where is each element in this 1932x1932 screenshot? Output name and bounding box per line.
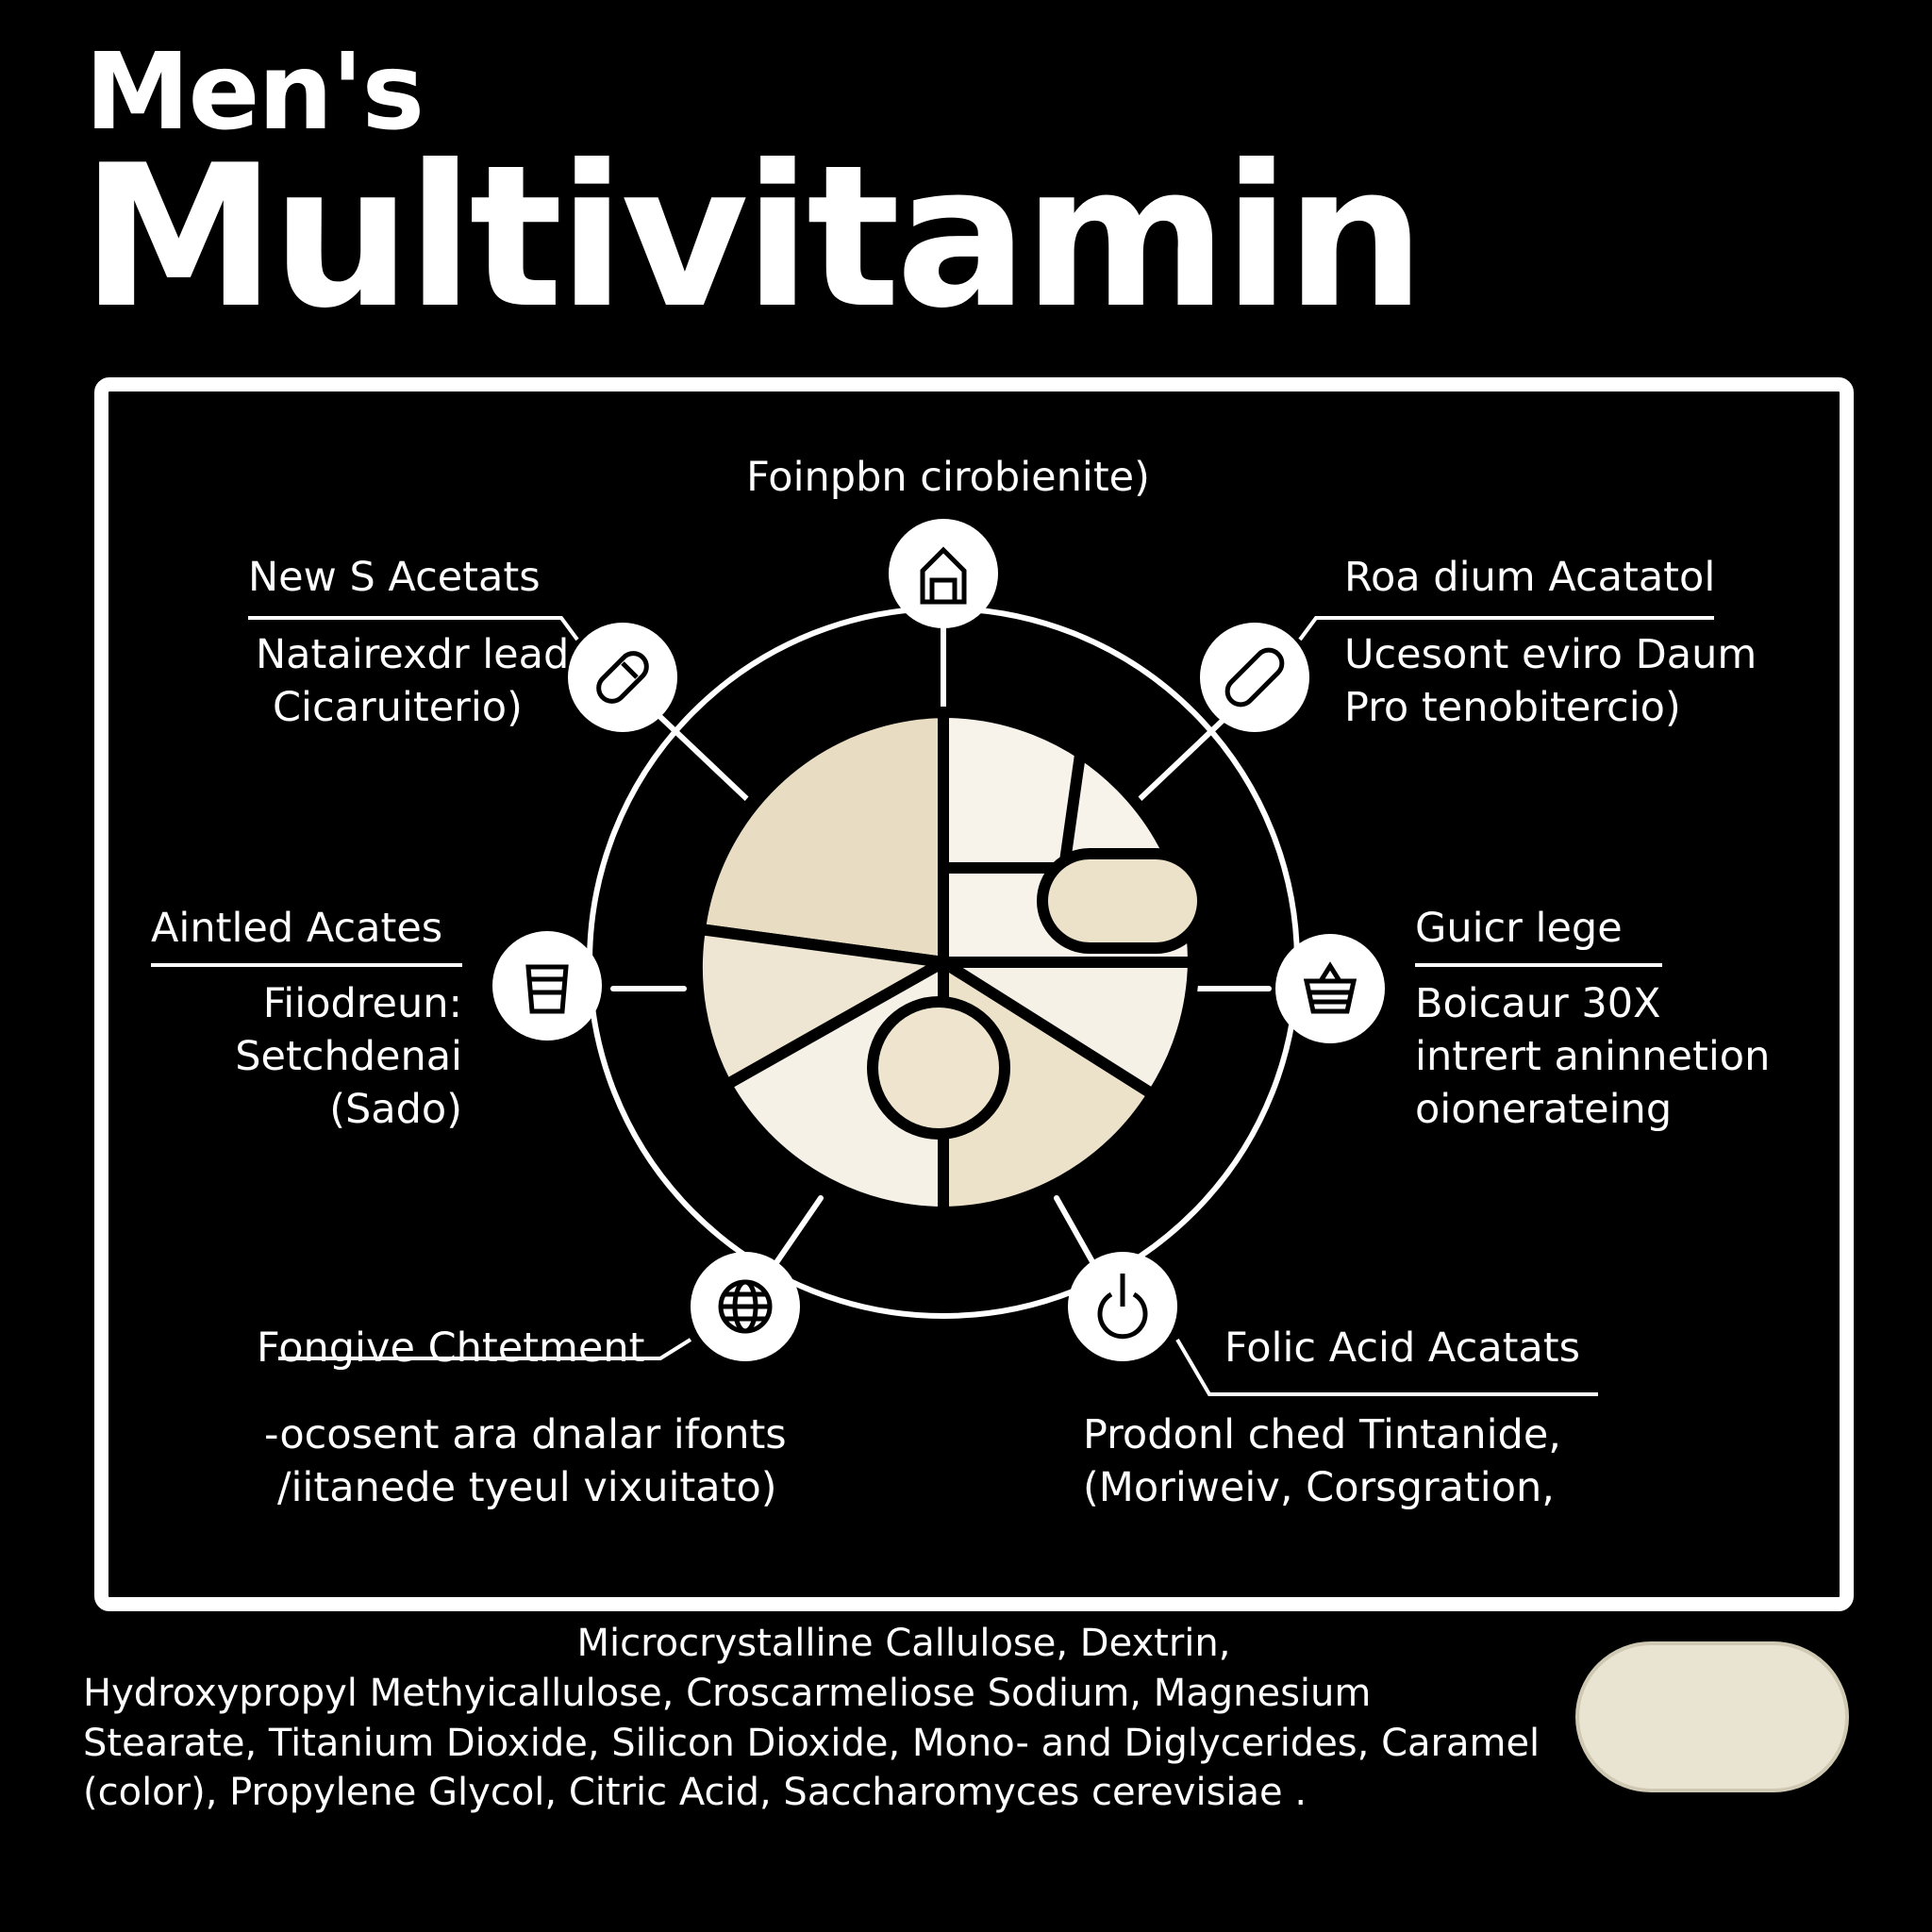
label-bottom-right-desc: Prodonl ched Tintanide, (Moriweiv, Corsg…: [1083, 1411, 1561, 1512]
title-multivitamin: Multivitamin: [81, 124, 1425, 352]
ingredients-list: Microcrystalline Callulose, Dextrin, Hyd…: [83, 1619, 1555, 1818]
label-middle-left-desc: Fiiodreun: Setchdenai (Sado): [235, 980, 462, 1134]
label-middle-right-desc: Boicaur 30X intrert aninnetion oionerate…: [1415, 980, 1771, 1134]
globe-icon: [718, 1279, 773, 1334]
title-mens: Men's: [85, 31, 425, 154]
jar-icon: [525, 964, 569, 1014]
label-top-left-desc: Natairexdr lead Cicaruiterio): [256, 631, 570, 732]
label-middle-left: Aintled Acates Fiiodreun: Setchdenai (Sa…: [151, 905, 462, 1137]
tablet-image: [1575, 1641, 1849, 1792]
bowl-icon: [1303, 961, 1357, 1014]
node-top: [889, 519, 998, 628]
node-bottom-left: [691, 1252, 800, 1361]
capsule-icon: [596, 651, 649, 704]
diagram-panel: [94, 377, 1854, 1611]
label-top-right-heading: Roa dium Acatatol: [1344, 554, 1716, 601]
label-bottom-left-desc: -ocosent ara dnalar ifonts /iitanede tye…: [264, 1411, 787, 1512]
house-icon: [920, 546, 967, 605]
capsule-icon: [1224, 647, 1285, 708]
label-middle-right: Guicr lege Boicaur 30X intrert aninnetio…: [1415, 905, 1771, 1137]
node-bottom-right: [1068, 1252, 1177, 1361]
center-disc: [688, 707, 1208, 1218]
label-top: Foinpbn cirobienite): [736, 454, 1160, 501]
node-top-right: [1200, 623, 1309, 732]
ingredients-line-1: Microcrystalline Callulose, Dextrin,: [576, 1622, 1231, 1665]
node-middle-right: [1275, 934, 1385, 1043]
node-middle-left: [492, 931, 602, 1041]
label-top-right: Roa dium Acatatol Ucesont eviro Daum Pro…: [1344, 554, 1757, 735]
spokes: [610, 615, 1272, 1276]
label-middle-right-heading: Guicr lege: [1415, 905, 1662, 968]
label-bottom-left: Fongive Chtetment -ocosent ara dnalar if…: [257, 1324, 787, 1515]
label-middle-left-heading: Aintled Acates: [151, 905, 462, 968]
power-icon: [1097, 1274, 1148, 1340]
node-top-left: [568, 623, 677, 732]
label-top-left-heading: New S Acetats: [248, 554, 541, 601]
label-top-left: New S Acetats Natairexdr lead Cicaruiter…: [248, 554, 570, 735]
ingredients-rest: Hydroxypropyl Methyicallulose, Croscarme…: [83, 1671, 1541, 1815]
label-top-heading: Foinpbn cirobienite): [746, 454, 1150, 501]
label-bottom-left-heading: Fongive Chtetment: [257, 1324, 645, 1372]
label-bottom-right: Folic Acid Acatats Prodonl ched Tintanid…: [1083, 1324, 1581, 1515]
label-top-right-desc: Ucesont eviro Daum Pro tenobitercio): [1344, 631, 1757, 732]
leader-lines: [248, 616, 1714, 1396]
label-bottom-right-heading: Folic Acid Acatats: [1224, 1324, 1581, 1372]
